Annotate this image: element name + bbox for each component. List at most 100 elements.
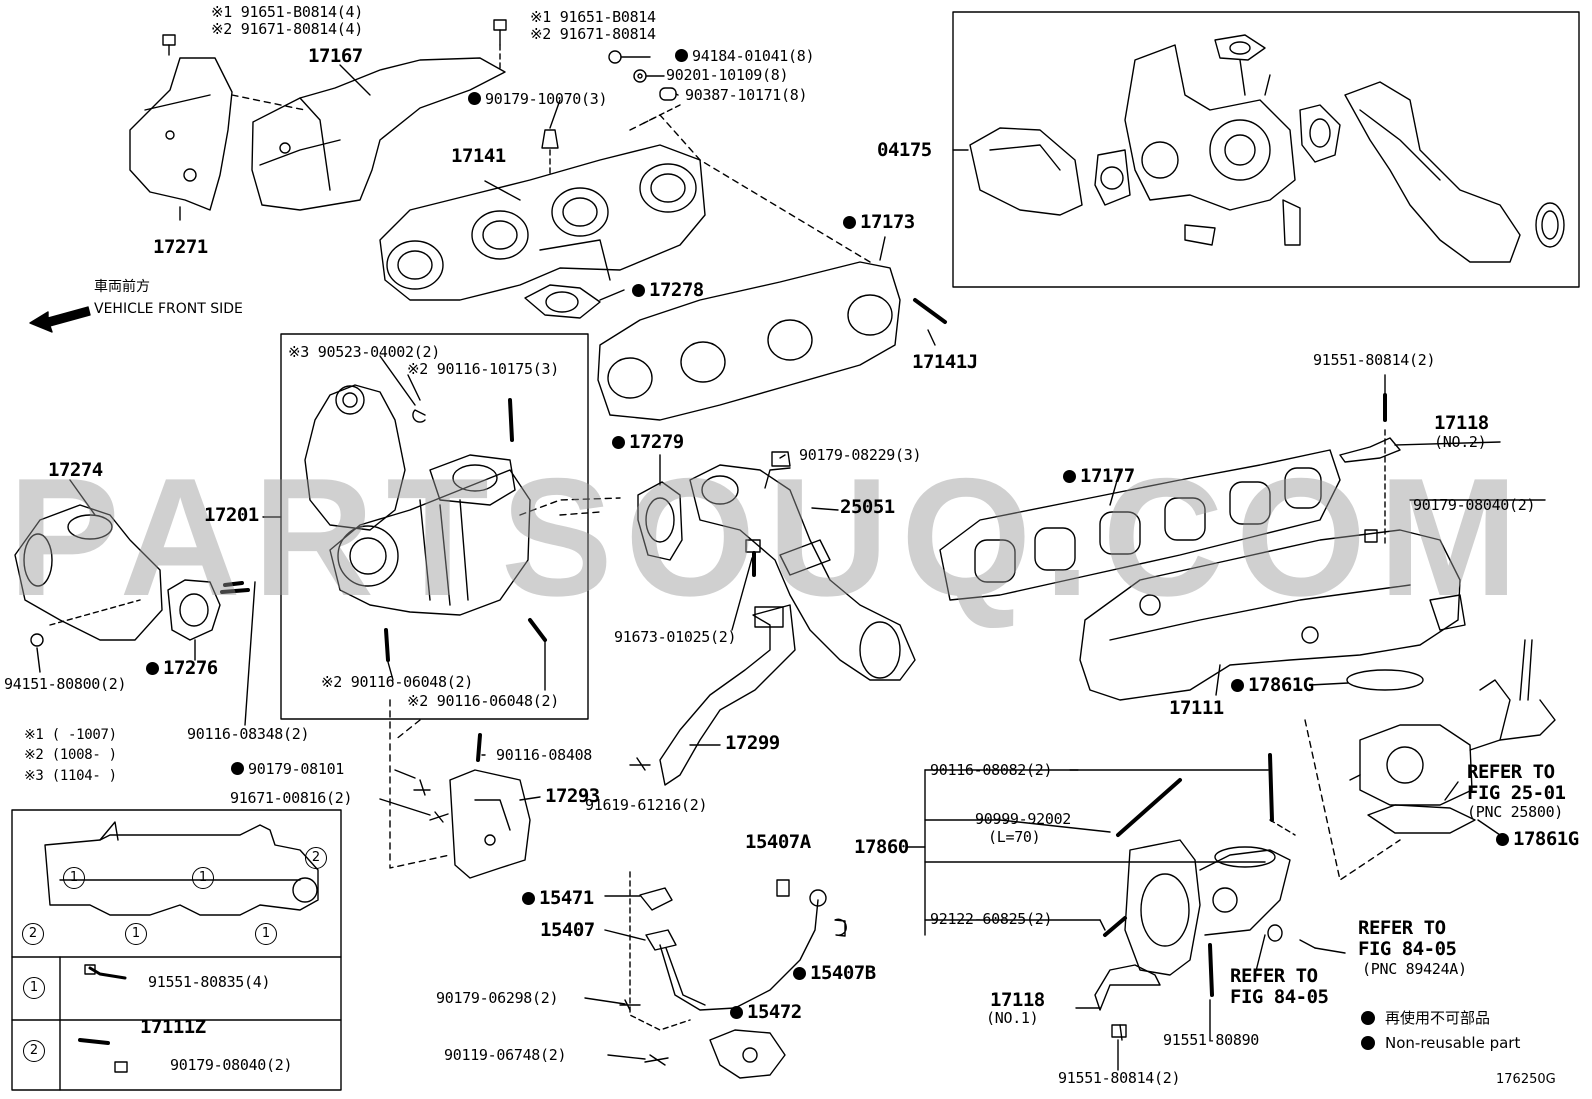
gasket-17279: [637, 481, 683, 561]
diagram-id: 176250G: [1496, 1072, 1556, 1087]
label-92122-60825[interactable]: 92122-60825(2): [930, 910, 1053, 928]
gasket-17861G-lower: [1367, 804, 1476, 834]
label-17141[interactable]: 17141: [451, 145, 506, 167]
leader-lines: [36, 56, 1546, 1071]
label-17141j[interactable]: 17141J: [912, 351, 978, 373]
ref-84b-line1[interactable]: REFER TO: [1230, 965, 1318, 987]
label-90179-06298[interactable]: 90179-06298(2): [436, 989, 559, 1007]
label-17293[interactable]: 17293: [545, 785, 600, 807]
direction-en: VEHICLE FRONT SIDE: [94, 301, 243, 317]
stud-90116-08348: [220, 581, 250, 594]
label-17118-no2-sub: (NO.2): [1434, 433, 1487, 451]
leader-dash: [394, 719, 421, 741]
inset-marker-1a: 1: [63, 867, 85, 889]
label-90116-06048-a[interactable]: ※2 90116-06048(2): [321, 673, 473, 691]
turbocharger-17201: [304, 384, 547, 662]
label-91551-80814-bottom[interactable]: 91551-80814(2): [1058, 1069, 1181, 1087]
label-90116-08408[interactable]: 90116-08408: [496, 746, 593, 764]
exhaust-pipe-25051: [689, 451, 916, 681]
label-17861g-upper[interactable]: 17861G: [1231, 675, 1314, 696]
label-17111[interactable]: 17111: [1169, 697, 1224, 719]
label-91551-80814-top[interactable]: 91551-80814(2): [1313, 351, 1436, 369]
label-94151-80800[interactable]: 94151-80800(2): [4, 675, 127, 693]
label-91671-80814-4[interactable]: ※2 91671-80814(4): [211, 20, 363, 38]
label-17299[interactable]: 17299: [725, 732, 780, 754]
manifold-gasket-17173: [597, 261, 901, 421]
inset-manifold-drawing: [44, 821, 319, 916]
label-91651-b0814-4[interactable]: ※1 91651-B0814(4): [211, 3, 363, 21]
ref-25-line1[interactable]: REFER TO: [1467, 761, 1555, 783]
bracket-17118-no2: [1339, 437, 1401, 463]
ref-84a-line1[interactable]: REFER TO: [1358, 917, 1446, 939]
label-15407a[interactable]: 15407A: [745, 831, 811, 853]
label-17276[interactable]: 17276: [146, 658, 218, 679]
label-17167[interactable]: 17167: [308, 45, 363, 67]
label-17118-no1[interactable]: 17118: [990, 989, 1045, 1011]
label-90201-10109[interactable]: 90201-10109(8): [666, 66, 789, 84]
turbo-kit-parts: [969, 34, 1565, 263]
leader-dash: [519, 497, 621, 516]
label-15407b[interactable]: 15407B: [793, 963, 876, 984]
label-91551-80835[interactable]: 91551-80835(4): [148, 973, 271, 991]
label-17177[interactable]: 17177: [1063, 466, 1135, 487]
label-91673-01025[interactable]: 91673-01025(2): [614, 628, 737, 646]
label-91671-80814[interactable]: ※2 91671-80814: [530, 25, 656, 43]
label-90116-08348[interactable]: 90116-08348(2): [187, 725, 310, 743]
label-91651-b0814[interactable]: ※1 91651-B0814: [530, 8, 656, 26]
leader-dash: [231, 94, 306, 111]
ref-84a-line3: (PNC 89424A): [1362, 960, 1467, 978]
label-90179-08229[interactable]: 90179-08229(3): [799, 446, 922, 464]
inset-marker-1d: 1: [255, 923, 277, 945]
label-17861g-lower[interactable]: 17861G: [1496, 829, 1579, 850]
gasket-17276: [167, 579, 221, 641]
label-91619-61216[interactable]: 91619-61216(2): [585, 796, 708, 814]
inset-marker-1c: 1: [125, 923, 147, 945]
label-17860[interactable]: 17860: [854, 836, 909, 858]
label-17274[interactable]: 17274: [48, 459, 103, 481]
label-25051[interactable]: 25051: [840, 496, 895, 518]
label-90116-06048-b[interactable]: ※2 90116-06048(2): [407, 692, 559, 710]
label-17201[interactable]: 17201: [204, 504, 259, 526]
elbow-17274: [14, 504, 163, 641]
label-90523-04002[interactable]: ※3 90523-04002(2): [288, 343, 440, 361]
label-90387-10171[interactable]: 90387-10171(8): [685, 86, 808, 104]
label-90179-10070[interactable]: 90179-10070(3): [468, 91, 608, 108]
label-17278[interactable]: 17278: [632, 280, 704, 301]
label-91551-80890[interactable]: 91551-80890: [1163, 1031, 1260, 1049]
inset-bolts: [78, 964, 128, 1073]
ref-84b-line2[interactable]: FIG 84-05: [1230, 986, 1329, 1008]
label-15471[interactable]: 15471: [522, 888, 594, 909]
heat-insulator-17271: [129, 57, 233, 211]
note-2: ※2 (1008- ): [24, 747, 117, 763]
label-90179-08040[interactable]: 90179-08040(2): [1413, 496, 1536, 514]
heat-insulator-17167: [251, 57, 506, 211]
label-94184-01041[interactable]: 94184-01041(8): [675, 48, 815, 65]
label-17271[interactable]: 17271: [153, 236, 208, 258]
label-90119-06748[interactable]: 90119-06748(2): [444, 1046, 567, 1064]
label-90116-10175[interactable]: ※2 90116-10175(3): [407, 360, 559, 378]
label-90179-08101[interactable]: 90179-08101: [231, 761, 344, 778]
label-17279[interactable]: 17279: [612, 432, 684, 453]
stay-17293: [413, 733, 531, 879]
label-17111z[interactable]: 17111Z: [140, 1016, 206, 1038]
label-17173[interactable]: 17173: [843, 212, 915, 233]
front-direction-arrow: [29, 306, 91, 333]
label-15407[interactable]: 15407: [540, 919, 595, 941]
label-15472[interactable]: 15472: [730, 1002, 802, 1023]
label-04175[interactable]: 04175: [877, 139, 932, 161]
legend-en: Non-reusable part: [1385, 1034, 1521, 1052]
label-90179-08040-inset[interactable]: 90179-08040(2): [170, 1056, 293, 1074]
bolts-top: [162, 19, 681, 176]
ref-84a-line2[interactable]: FIG 84-05: [1358, 938, 1457, 960]
label-90999-92002[interactable]: 90999-92002: [975, 810, 1072, 828]
label-91671-00816[interactable]: 91671-00816(2): [230, 789, 353, 807]
label-17118-no2[interactable]: 17118: [1434, 412, 1489, 434]
legend-dot-jp: [1361, 1011, 1375, 1025]
ref-25-line3: (PNC 25800): [1467, 803, 1564, 821]
label-90116-08082[interactable]: 90116-08082(2): [930, 761, 1053, 779]
egr-cooler-17860: [1094, 719, 1401, 1041]
inset-marker-2b: 2: [22, 923, 44, 945]
inset-row2-marker: 2: [23, 1040, 45, 1062]
ref-25-line2[interactable]: FIG 25-01: [1467, 782, 1566, 804]
